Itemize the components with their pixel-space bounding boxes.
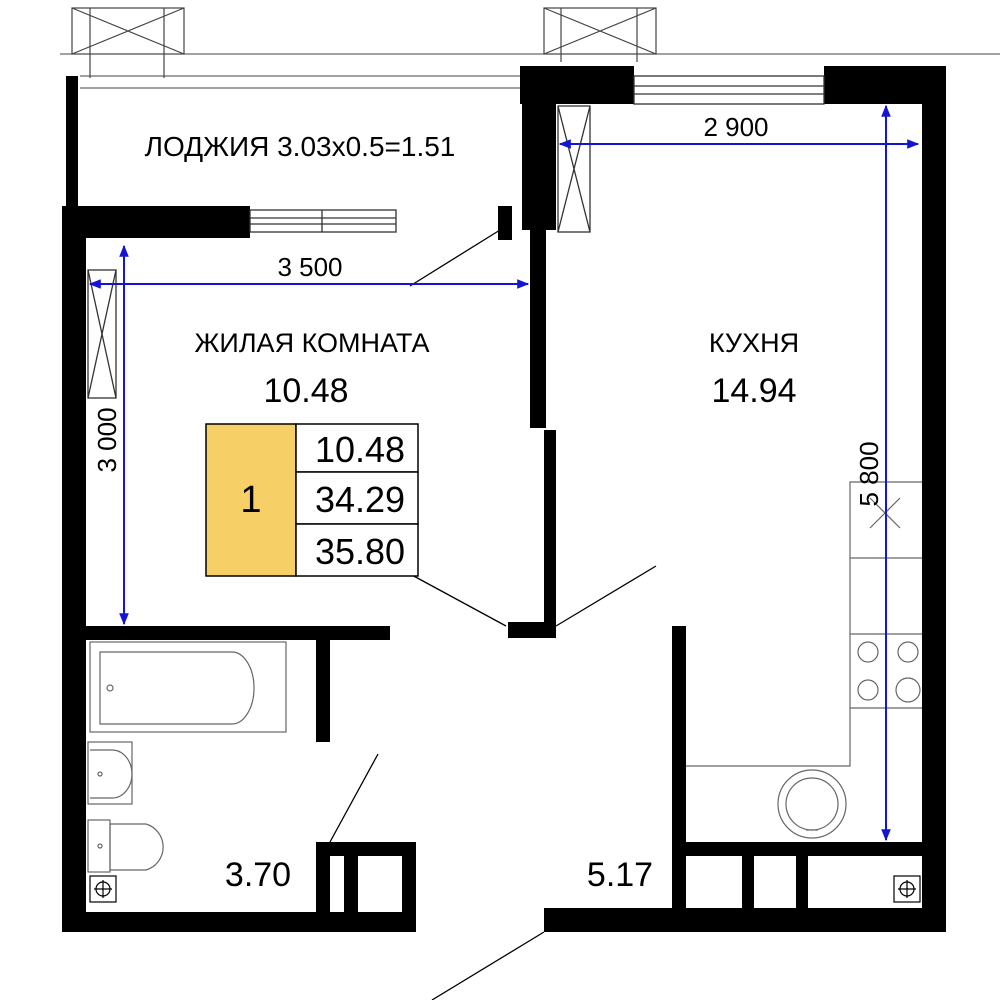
unit-rooms-count: 1 [240,479,261,521]
kitchen-sink-icon [777,769,847,839]
washbasin-icon [87,741,133,805]
ventilation-duct-icon [893,875,921,903]
room-label-loggia: ЛОДЖИЯ 3.03x0.5=1.51 [145,131,456,162]
ventilation-duct-icon [89,875,117,903]
room-label-living: ЖИЛАЯ КОМНАТА [195,328,430,358]
unit-total-area: 34.29 [315,479,405,520]
dimension-lines [88,104,920,842]
room-area-living: 10.48 [263,372,348,410]
dim-kitchen-width: 2 900 [703,112,768,142]
stove-icon [857,641,921,703]
room-area-bathroom: 3.70 [225,856,291,894]
window-living [249,209,397,233]
door-swings [329,229,657,1000]
dim-living-depth: 3 000 [92,407,122,472]
toilet-icon [87,819,164,873]
walls [62,66,946,932]
dim-living-width: 3 500 [277,252,342,282]
unit-summary-table: 1 10.48 34.29 35.80 [205,423,419,577]
unit-rooms-badge [205,423,297,577]
room-area-hall: 5.17 [587,856,653,894]
unit-living-area: 10.48 [315,429,405,470]
balcony-railing-left [71,7,185,78]
bathtub-icon [89,641,287,733]
window-loggia-side [557,105,591,233]
window-kitchen [633,75,825,105]
room-area-kitchen: 14.94 [711,372,796,410]
unit-total-area-with-loggia: 35.80 [315,531,405,572]
room-label-kitchen: КУХНЯ [709,328,799,358]
window-living-side [87,269,117,399]
dim-kitchen-depth: 5 800 [854,441,884,506]
